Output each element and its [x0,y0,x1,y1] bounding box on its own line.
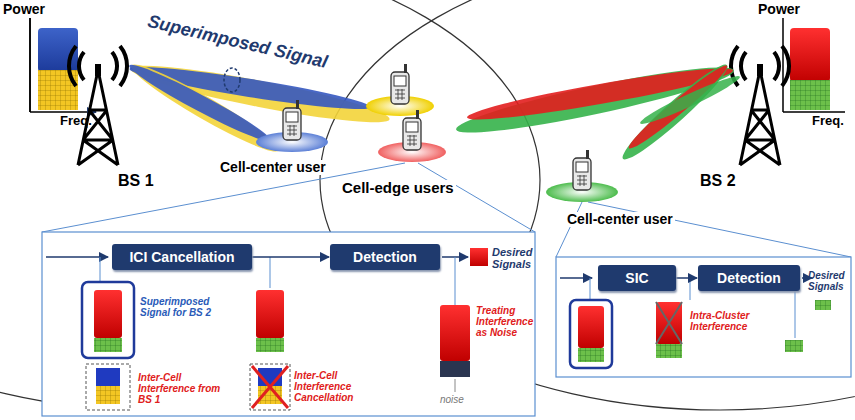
label: BS 2 [700,172,736,190]
label: Freq. [812,114,844,128]
label: Treating Interference as Noise [476,305,534,338]
label: Power [758,2,800,17]
connector-arrow [676,277,697,279]
label: BS 1 [118,172,154,190]
label: Cell-edge users [340,180,456,197]
label: Freq. [60,114,92,128]
label: Inter-Cell Interference Cancellation [294,370,394,403]
label: Superimposed Signal for BS 2 [140,296,232,318]
label: Desired Signals [492,246,534,270]
label: Cell-center user [218,160,328,175]
label: Cell-center user [565,212,675,227]
label: Superimposed Signal [146,12,330,73]
process-box: Detection [698,265,800,291]
label: Inter-Cell Interference from BS 1 [138,372,234,405]
process-box: Detection [330,244,440,270]
box-text: SIC [625,270,648,286]
process-box: SIC [598,265,676,291]
box-text: Detection [717,270,781,286]
box-text: Detection [353,249,417,265]
label: Intra-Cluster Interference [690,310,760,332]
label: Desired Signals [808,270,850,292]
box-text: ICI Cancellation [129,249,234,265]
connector-arrow [252,256,329,258]
process-box: ICI Cancellation [112,244,252,270]
label: noise [440,394,464,405]
label: Power [3,2,45,17]
